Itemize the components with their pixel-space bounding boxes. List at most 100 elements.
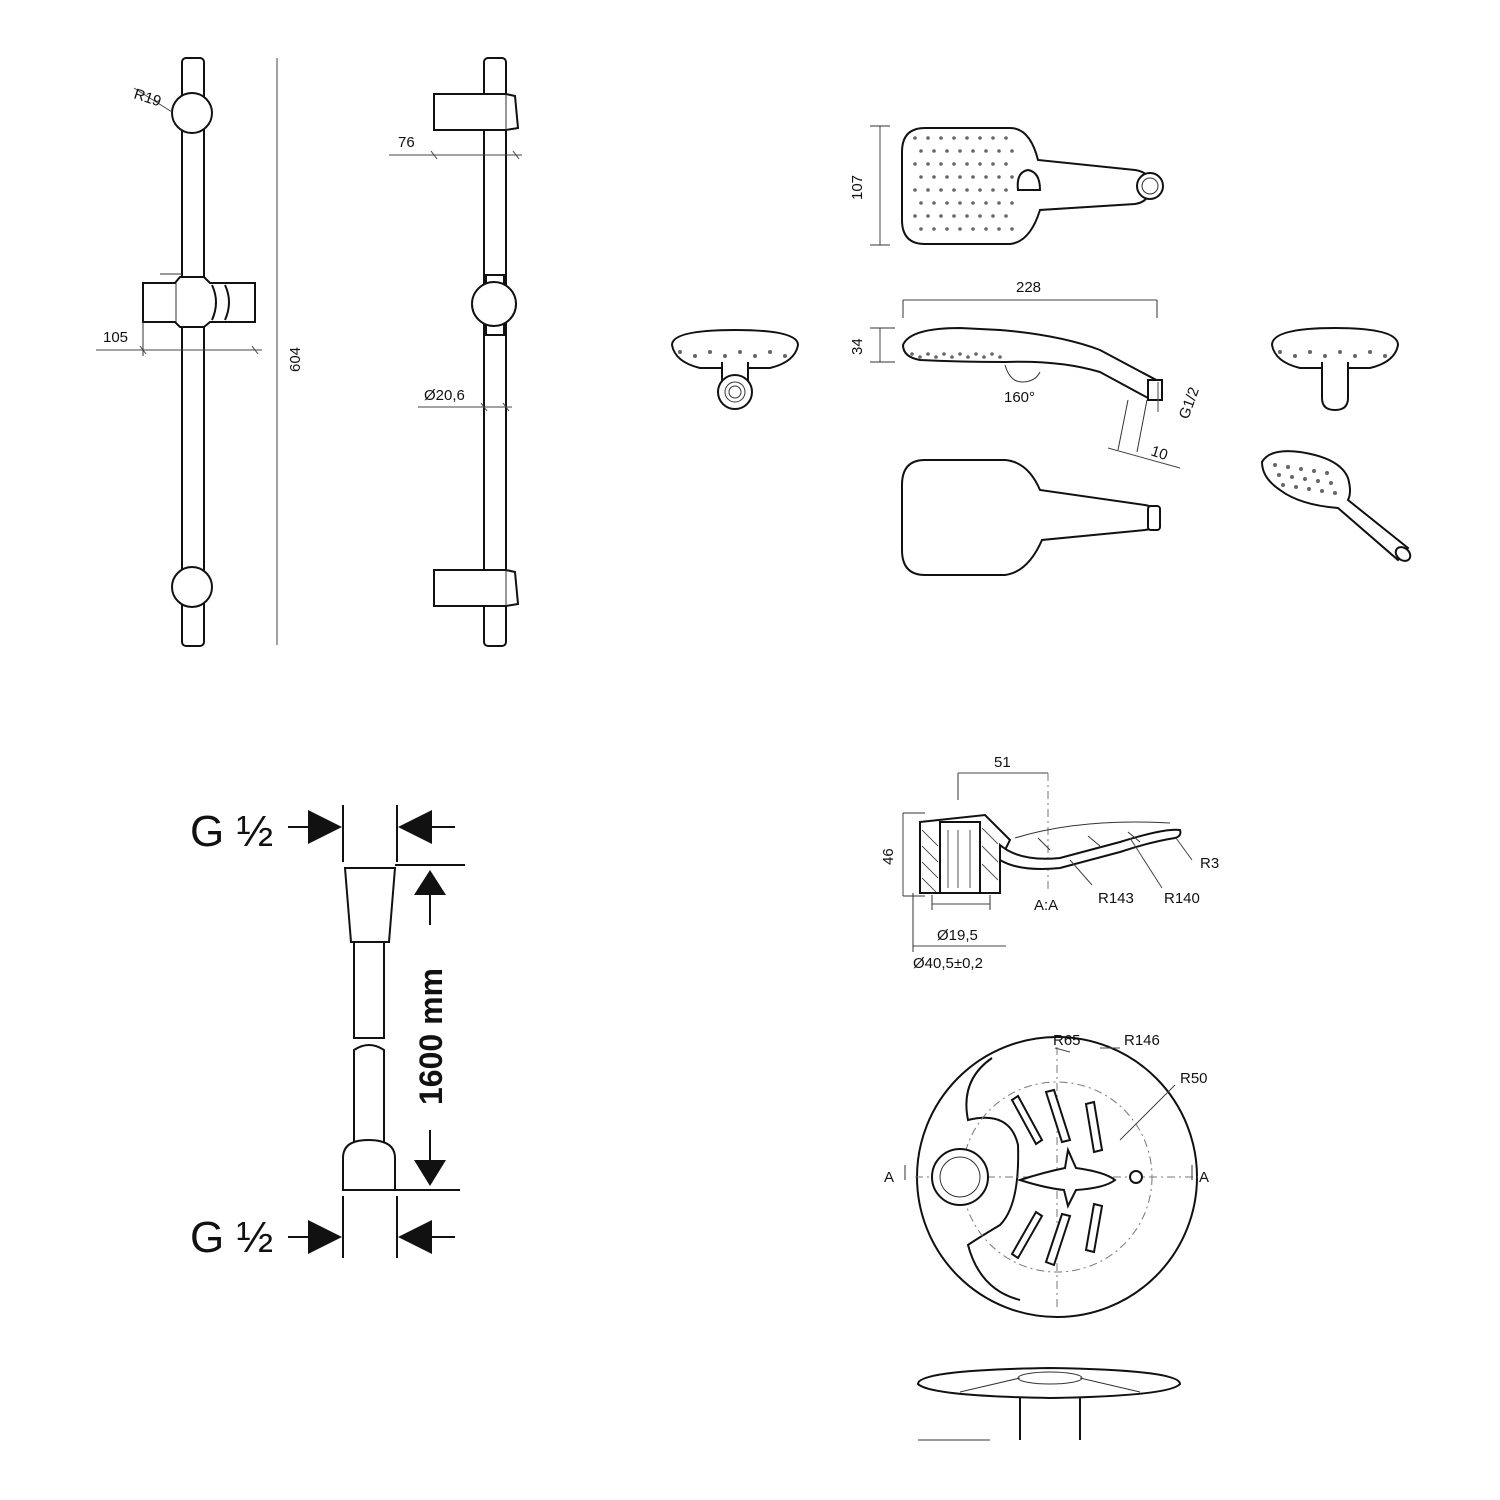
nozzle-dot bbox=[1368, 350, 1372, 354]
soap-dish-section-view: 51 46 A:A R143 R140 R3 bbox=[880, 754, 1219, 972]
nozzle-dot bbox=[974, 352, 978, 356]
nozzle-dot bbox=[939, 188, 943, 192]
soap-dish-r146-label: R146 bbox=[1124, 1032, 1160, 1049]
handshower-width-label: 107 bbox=[849, 175, 866, 200]
nozzle-dot bbox=[971, 149, 975, 153]
soap-dish-r50-label: R50 bbox=[1180, 1070, 1208, 1087]
shower-hose-drawing: G ½ 1600 mm G ½ bbox=[190, 805, 465, 1262]
nozzle-dot bbox=[945, 175, 949, 179]
nozzle-dot bbox=[971, 201, 975, 205]
nozzle-dot bbox=[952, 214, 956, 218]
handshower-thread-length-label: 10 bbox=[1149, 443, 1170, 464]
rail-diameter-label: Ø20,6 bbox=[424, 387, 465, 404]
nozzle-dot bbox=[934, 355, 938, 359]
hose-top-connector-label: G ½ bbox=[190, 807, 273, 856]
nozzle-dot bbox=[1278, 350, 1282, 354]
nozzle-dot bbox=[1303, 477, 1307, 481]
nozzle-dot bbox=[939, 214, 943, 218]
nozzle-dot bbox=[1325, 471, 1329, 475]
nozzle-dot bbox=[708, 350, 712, 354]
nozzle-dot bbox=[990, 352, 994, 356]
nozzle-dot bbox=[1290, 475, 1294, 479]
nozzle-dot bbox=[918, 355, 922, 359]
nozzle-dot bbox=[939, 136, 943, 140]
nozzle-dot bbox=[939, 162, 943, 166]
nozzle-dot bbox=[1004, 214, 1008, 218]
nozzle-dot bbox=[997, 175, 1001, 179]
nozzle-dot bbox=[1312, 469, 1316, 473]
nozzle-dot bbox=[965, 188, 969, 192]
nozzle-dot bbox=[942, 352, 946, 356]
slide-rail-side-view: 76 Ø20,6 bbox=[389, 57, 522, 647]
nozzle-dot bbox=[932, 149, 936, 153]
rail-side-top-holder bbox=[433, 93, 520, 131]
nozzle-dot bbox=[1293, 354, 1297, 358]
nozzle-dot bbox=[1316, 479, 1320, 483]
nozzle-dot bbox=[945, 201, 949, 205]
nozzle-dot bbox=[1010, 175, 1014, 179]
soap-dish-drain-slots bbox=[1010, 1088, 1104, 1267]
nozzle-dot bbox=[984, 201, 988, 205]
nozzle-dot bbox=[678, 350, 682, 354]
nozzle-dot bbox=[984, 227, 988, 231]
nozzle-dot bbox=[958, 227, 962, 231]
nozzle-dot bbox=[1277, 473, 1281, 477]
nozzle-dot bbox=[1273, 463, 1277, 467]
nozzle-dot bbox=[919, 149, 923, 153]
soap-dish-front-view bbox=[916, 1366, 1182, 1441]
nozzle-dot bbox=[926, 214, 930, 218]
nozzle-dot bbox=[1338, 350, 1342, 354]
rail-slider-offset-label: 105 bbox=[103, 329, 128, 346]
rail-side-bottom-holder bbox=[433, 569, 520, 607]
nozzle-dot bbox=[932, 175, 936, 179]
nozzle-dot bbox=[945, 227, 949, 231]
nozzle-dot bbox=[971, 175, 975, 179]
nozzle-dot bbox=[1010, 227, 1014, 231]
hose-length-label: 1600 mm bbox=[413, 968, 449, 1105]
rail-top-bracket bbox=[171, 92, 213, 134]
nozzle-dot bbox=[991, 188, 995, 192]
soap-dish-bore-inner-label: Ø19,5 bbox=[937, 927, 978, 944]
nozzle-dot bbox=[1323, 354, 1327, 358]
soap-dish-section-hatch bbox=[921, 827, 999, 893]
nozzle-dot bbox=[945, 149, 949, 153]
rail-holder-offset-label: 76 bbox=[398, 134, 415, 151]
nozzle-dot bbox=[997, 227, 1001, 231]
nozzle-dot bbox=[1004, 162, 1008, 166]
nozzle-dot bbox=[978, 162, 982, 166]
handshower-front-view-right bbox=[1270, 326, 1400, 412]
nozzle-dot bbox=[978, 214, 982, 218]
nozzle-dot bbox=[932, 227, 936, 231]
nozzle-dot bbox=[926, 136, 930, 140]
nozzle-dot bbox=[919, 201, 923, 205]
nozzle-dot bbox=[952, 136, 956, 140]
soap-dish-top-view: R65 R146 R50 A A bbox=[884, 1032, 1209, 1318]
nozzle-dot bbox=[958, 175, 962, 179]
spray-nozzle-grid bbox=[913, 136, 1014, 231]
perspective-nozzle-dots bbox=[1273, 463, 1337, 495]
front-nozzle-dots-right bbox=[1278, 350, 1387, 358]
nozzle-dot bbox=[913, 162, 917, 166]
soap-dish-bore-outer-label: Ø40,5±0,2 bbox=[913, 955, 983, 972]
handshower-top-view: 107 bbox=[849, 125, 1164, 246]
nozzle-dot bbox=[693, 354, 697, 358]
nozzle-dot bbox=[1294, 485, 1298, 489]
nozzle-dot bbox=[950, 355, 954, 359]
nozzle-dot bbox=[971, 227, 975, 231]
handshower-side-view: 228 34 160° G1/2 10 bbox=[849, 279, 1203, 469]
soap-dish-r143-label: R143 bbox=[1098, 890, 1134, 907]
nozzle-dot bbox=[1329, 481, 1333, 485]
section-mark-right: A bbox=[1199, 1169, 1209, 1186]
soap-dish-r65-label: R65 bbox=[1053, 1032, 1081, 1049]
nozzle-dot bbox=[926, 188, 930, 192]
nozzle-dot bbox=[753, 354, 757, 358]
nozzle-dot bbox=[1299, 467, 1303, 471]
nozzle-dot bbox=[958, 352, 962, 356]
nozzle-dot bbox=[926, 162, 930, 166]
nozzle-dot bbox=[910, 352, 914, 356]
nozzle-dot bbox=[991, 162, 995, 166]
nozzle-dot bbox=[919, 175, 923, 179]
nozzle-dot bbox=[1281, 483, 1285, 487]
side-nozzle-dots bbox=[910, 352, 1002, 359]
rail-slider bbox=[142, 273, 256, 328]
